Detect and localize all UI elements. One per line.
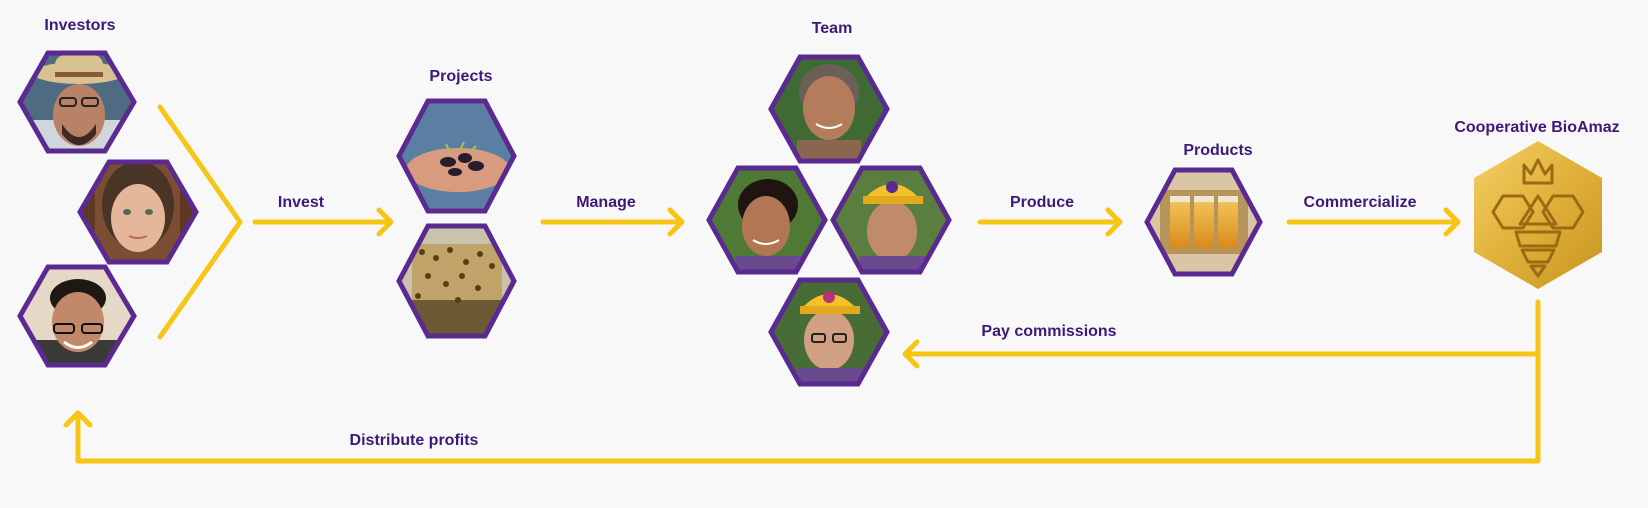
team-group <box>706 54 952 387</box>
investors-merge-bracket <box>157 104 243 340</box>
bee-crown-icon <box>1491 158 1585 278</box>
distribute-profits-arrow <box>63 351 1541 464</box>
invest-arrow <box>252 207 394 237</box>
investor-photo-2 <box>77 159 199 265</box>
products-title: Products <box>1183 142 1252 159</box>
team-photo-woman-yellow-cap <box>830 165 952 275</box>
product-photo-honey-jars <box>1144 167 1263 277</box>
team-photo-woman-smiling <box>706 165 828 275</box>
investor-photo-1 <box>17 50 137 154</box>
invest-label: Invest <box>278 194 325 211</box>
investor-photo-3 <box>17 264 137 368</box>
flow-arrows <box>63 104 1541 464</box>
products-group <box>1144 167 1263 277</box>
commercialize-label: Commercialize <box>1304 194 1417 211</box>
cooperative-bioamaz-logo <box>1474 141 1602 289</box>
manage-arrow <box>540 207 685 237</box>
logo-hexagon <box>1474 141 1602 289</box>
commercialize-arrow <box>1286 207 1461 237</box>
project-photo-beehive <box>396 223 517 339</box>
produce-label: Produce <box>1010 194 1074 211</box>
produce-arrow <box>977 207 1123 237</box>
project-photo-seeds <box>396 98 517 214</box>
team-photo-woman-pink-cap <box>768 277 890 387</box>
cooperative-title: Cooperative BioAmaz <box>1454 119 1619 136</box>
team-title: Team <box>812 20 853 37</box>
investors-group <box>17 50 199 368</box>
investors-title: Investors <box>44 17 115 34</box>
team-photo-elder-woman <box>768 54 890 164</box>
projects-title: Projects <box>429 68 492 85</box>
manage-label: Manage <box>576 194 636 211</box>
distribute-profits-label: Distribute profits <box>350 432 479 449</box>
pay-commissions-label: Pay commissions <box>981 323 1116 340</box>
projects-group <box>396 98 517 339</box>
